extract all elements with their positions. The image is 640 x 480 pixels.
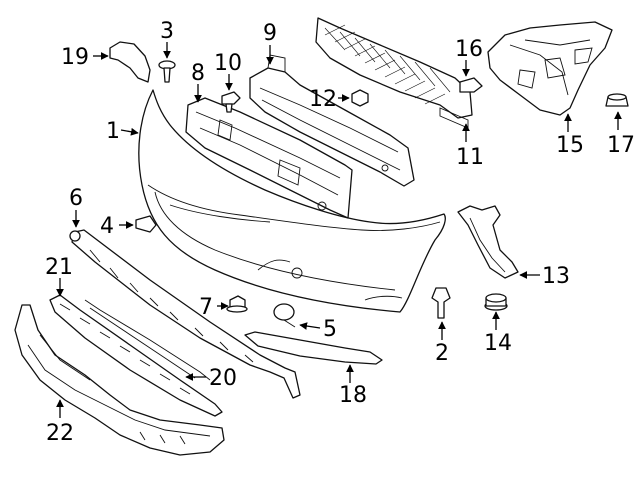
screw-3	[158, 60, 176, 83]
callout-10: 10	[214, 51, 242, 76]
callout-5: 5	[323, 317, 337, 342]
grille-strip-part	[71, 229, 301, 399]
impact-bar-part	[249, 54, 415, 187]
fastener-6	[69, 230, 81, 242]
leader-lines	[56, 42, 622, 418]
clip-7	[226, 295, 248, 313]
callout-2: 2	[435, 341, 449, 366]
callout-7: 7	[199, 295, 213, 320]
callout-3: 3	[160, 19, 174, 44]
callout-4: 4	[100, 214, 114, 239]
callout-20: 20	[209, 366, 237, 391]
lower-bracket-part	[457, 205, 519, 279]
callout-16: 16	[455, 37, 483, 62]
nut-12	[351, 89, 369, 107]
callout-9: 9	[263, 21, 277, 46]
cap-5	[273, 303, 296, 328]
lower-trim-part	[49, 294, 223, 417]
callout-13: 13	[542, 264, 570, 289]
bolt-10	[221, 91, 241, 113]
side-bracket-part	[487, 21, 613, 116]
push-pin-2	[431, 287, 451, 319]
bolt-16	[459, 77, 483, 93]
lower-valance-part	[14, 304, 225, 456]
callout-1: 1	[106, 119, 120, 144]
fastener-4	[135, 215, 157, 233]
molding-part	[244, 331, 383, 365]
nut-14	[484, 293, 508, 311]
callout-17: 17	[607, 133, 635, 158]
callout-15: 15	[556, 133, 584, 158]
energy-absorber-part	[185, 97, 353, 219]
corner-trim-part	[109, 41, 151, 83]
callout-6: 6	[69, 186, 83, 211]
callout-11: 11	[456, 145, 484, 170]
callout-19: 19	[61, 45, 89, 70]
callout-14: 14	[484, 331, 512, 356]
callout-8: 8	[191, 61, 205, 86]
bumper-cover-part	[138, 89, 446, 313]
callout-21: 21	[45, 255, 73, 280]
nut-17	[605, 93, 629, 107]
callout-18: 18	[339, 383, 367, 408]
callout-12: 12	[309, 87, 337, 112]
callout-22: 22	[46, 421, 74, 446]
